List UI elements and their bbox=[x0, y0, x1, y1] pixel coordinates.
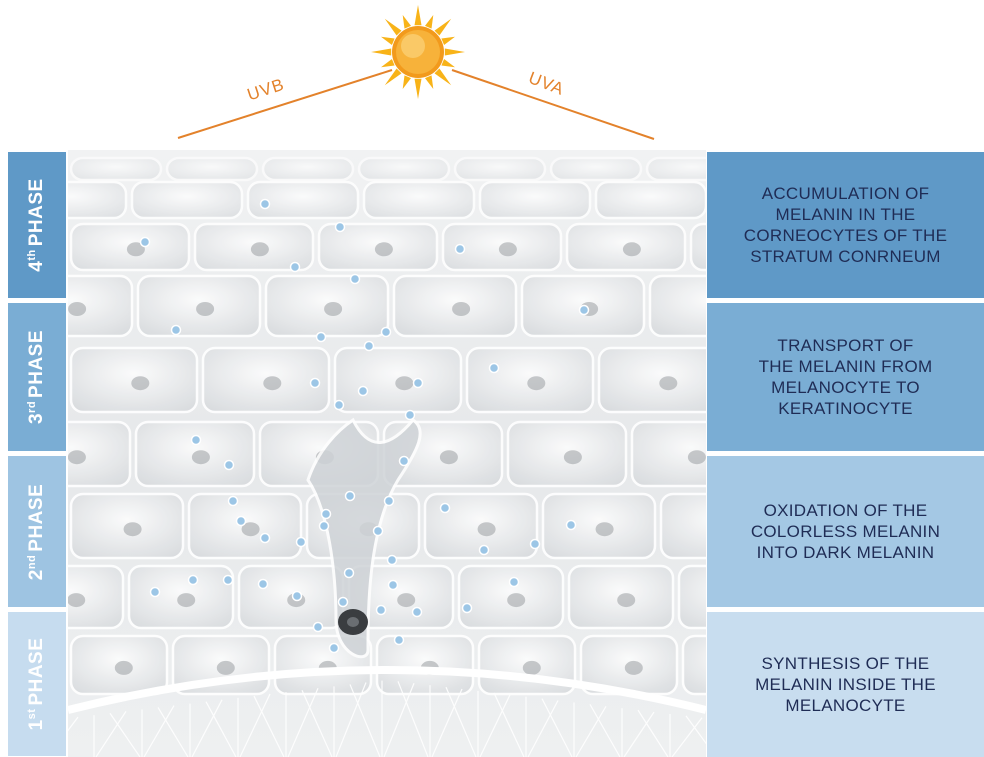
phase-3-description: TRANSPORT OF THE MELANIN FROM MELANOCYTE… bbox=[707, 303, 984, 451]
phase-4-label: 4thPHASE bbox=[8, 152, 66, 298]
phase-1-label: 1stPHASE bbox=[8, 612, 66, 756]
sun-icon bbox=[371, 5, 465, 99]
phase-3-label: 3rdPHASE bbox=[8, 303, 66, 451]
phase-2-description: OXIDATION OF THE COLORLESS MELANIN INTO … bbox=[707, 456, 984, 607]
skin-cells-illustration bbox=[68, 150, 706, 757]
uvb-ray-line bbox=[178, 70, 392, 138]
phase-1-description: SYNTHESIS OF THE MELANIN INSIDE THE MELA… bbox=[707, 612, 984, 757]
sun-rays-header bbox=[0, 0, 984, 150]
phase-4-description: ACCUMULATION OF MELANIN IN THE CORNEOCYT… bbox=[707, 152, 984, 298]
phase-2-label: 2ndPHASE bbox=[8, 456, 66, 607]
